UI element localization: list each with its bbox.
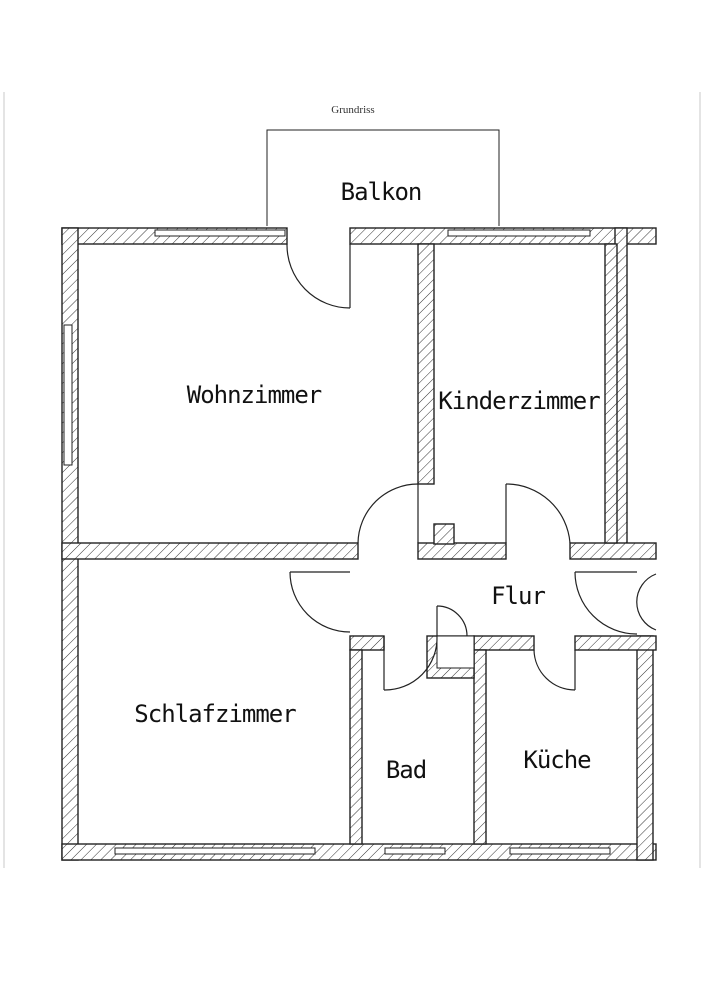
room-label-flur: Flur: [491, 582, 545, 610]
room-label-kueche: Küche: [523, 746, 591, 774]
room-label-balkon: Balkon: [341, 178, 422, 206]
balcony: [266, 129, 500, 226]
room-label-bad: Bad: [386, 756, 426, 784]
windows: [63, 229, 611, 855]
plan-title: Grundriss: [331, 104, 374, 116]
interior-walls: [61, 243, 657, 845]
room-label-wohnzimmer: Wohnzimmer: [187, 381, 322, 409]
room-label-kinderzimmer: Kinderzimmer: [438, 387, 600, 415]
room-label-schlafzimmer: Schlafzimmer: [134, 700, 296, 728]
doors: [286, 243, 657, 691]
